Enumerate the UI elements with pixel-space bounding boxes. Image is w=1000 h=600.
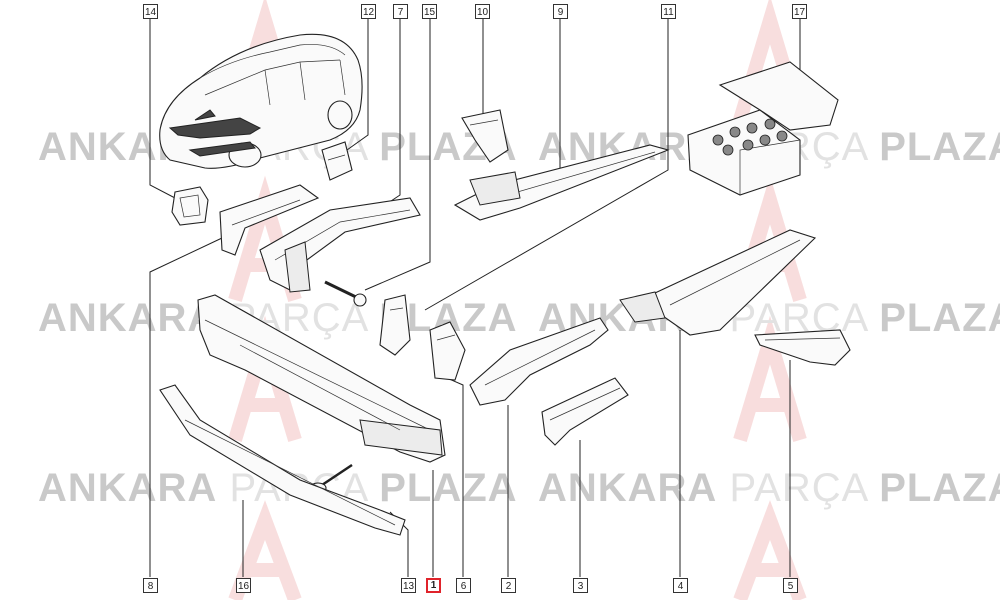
callout-16: 16 xyxy=(236,578,251,593)
part-10-bracket xyxy=(461,109,509,163)
callout-13: 13 xyxy=(401,578,416,593)
callout-10: 10 xyxy=(475,4,490,19)
callout-11: 11 xyxy=(661,4,676,19)
part-2-rail xyxy=(469,317,609,406)
part-9-rail xyxy=(453,144,670,221)
callout-9: 9 xyxy=(553,4,568,19)
callout-8: 8 xyxy=(143,578,158,593)
callout-14: 14 xyxy=(143,4,158,19)
callout-12: 12 xyxy=(361,4,376,19)
part-12-clip xyxy=(321,141,353,181)
part-4-rail xyxy=(619,229,817,336)
part-7-longitudinal xyxy=(259,197,421,293)
callout-5: 5 xyxy=(783,578,798,593)
part-6-bracket xyxy=(429,321,466,381)
callout-6: 6 xyxy=(456,578,471,593)
part-14-bracket xyxy=(171,186,209,226)
part-16-strip xyxy=(159,384,406,536)
callout-17: 17 xyxy=(792,4,807,19)
part-11-bracket xyxy=(379,294,411,356)
part-15-bolt xyxy=(324,280,367,307)
car-illustration xyxy=(159,33,363,169)
part-1-bumper-beam xyxy=(197,294,446,463)
part-3-bracket xyxy=(541,377,629,446)
watermark-text: ANKARA PARÇA PLAZA xyxy=(538,466,1000,510)
callout-1-highlighted: 1 xyxy=(426,578,441,593)
watermark-text: ANKARA PARÇA PLAZA xyxy=(38,466,518,510)
part-17-box xyxy=(687,61,839,196)
watermark-row: ANKARA PARÇA PLAZA ANKARA PARÇA PLAZA xyxy=(0,466,1000,526)
part-8-rail-end xyxy=(219,184,320,256)
callout-15: 15 xyxy=(422,4,437,19)
callout-3: 3 xyxy=(573,578,588,593)
callout-7: 7 xyxy=(393,4,408,19)
part-5-bracket xyxy=(754,329,851,366)
callout-2: 2 xyxy=(501,578,516,593)
callout-4: 4 xyxy=(673,578,688,593)
